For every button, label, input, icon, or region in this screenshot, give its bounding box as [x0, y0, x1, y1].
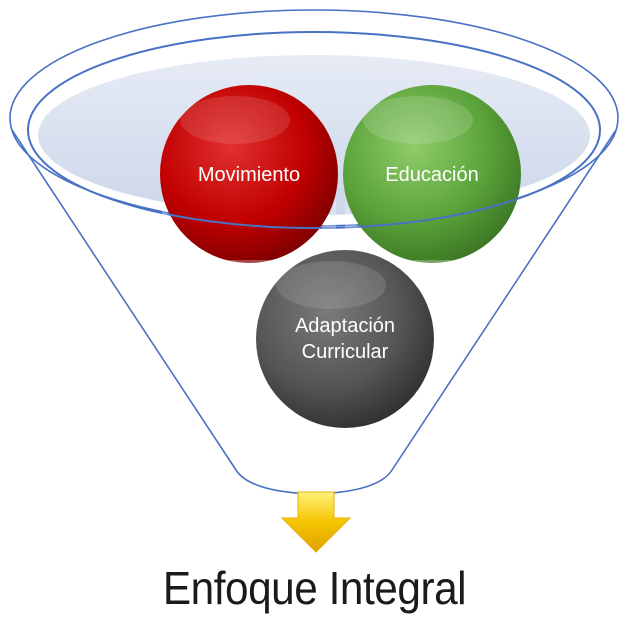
- circle-adaptacion-curricular: Adaptación Curricular: [256, 250, 434, 428]
- circle-movimiento: Movimiento: [160, 85, 338, 263]
- label-movimiento: Movimiento: [198, 164, 300, 186]
- label-curricular: Curricular: [302, 341, 389, 363]
- funnel-inner-rim-line: [27, 31, 601, 229]
- result-label: Enfoque Integral: [162, 562, 467, 614]
- circle-educacion: Educación: [343, 85, 521, 263]
- label-educacion: Educación: [385, 164, 478, 186]
- label-adaptacion: Adaptación: [295, 315, 395, 337]
- down-arrow-icon: [280, 491, 352, 553]
